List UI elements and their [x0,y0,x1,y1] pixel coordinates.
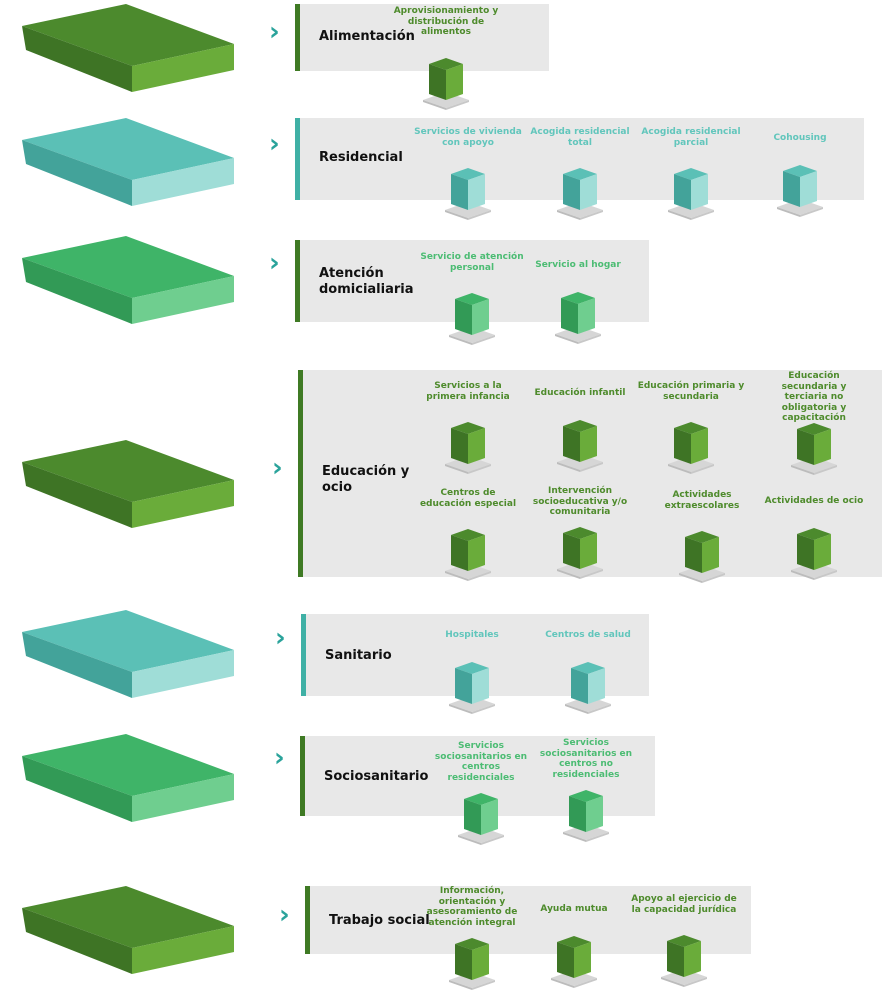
service-cube-icon [773,163,827,217]
service-cube-icon [419,56,473,110]
chevron-right-icon: › [269,248,280,278]
panel-accent-bar [295,118,300,200]
service-cube-icon [445,936,499,990]
service-cube-icon [553,166,607,220]
service-item: Servicios sociosanitarios en centros no … [532,738,640,842]
service-item: Educación secundaria y terciaria no obli… [760,371,868,475]
service-item-label: Centros de salud [545,630,631,640]
category-block-0 [22,4,234,96]
category-block-6 [22,886,234,978]
service-cube-icon [664,420,718,474]
service-item: Acogida residencial parcial [637,127,745,220]
service-item: Servicio de atención personal [418,252,526,345]
panel-accent-bar [295,240,300,322]
service-item: Intervención socioeducativa y/o comunita… [526,486,634,579]
service-item-label: Información, orientación y asesoramiento… [426,886,518,928]
service-item-label: Servicios a la primera infancia [426,381,510,402]
service-cube-icon [441,166,495,220]
chevron-right-icon: › [279,900,290,930]
service-cube-icon [454,791,508,845]
service-item: Servicios a la primera infancia [414,381,522,474]
chevron-right-icon: › [275,623,286,653]
panel-accent-bar [305,886,310,954]
service-item-label: Apoyo al ejercicio de la capacidad juríd… [631,894,737,915]
service-cube-icon [547,934,601,988]
category-label: Sociosanitario [324,769,429,784]
service-item-label: Educación secundaria y terciaria no obli… [781,371,847,423]
service-item-label: Cohousing [773,133,827,143]
service-item: Cohousing [746,133,854,223]
category-label: Sanitario [325,648,392,663]
category-panel: Alimentación [295,4,549,71]
service-item-label: Educación primaria y secundaria [637,381,745,402]
chevron-right-icon: › [269,129,280,159]
panel-accent-bar [300,736,305,816]
service-item-label: Hospitales [445,630,499,640]
service-cube-icon [441,420,495,474]
service-cube-icon [561,660,615,714]
category-block-4 [22,610,234,702]
service-item-label: Centros de educación especial [419,488,517,509]
service-item-label: Servicio al hogar [535,260,621,270]
chevron-right-icon: › [274,743,285,773]
service-item-label: Servicio de atención personal [420,252,524,273]
service-item-label: Servicios sociosanitarios en centros no … [539,738,633,780]
service-item-label: Actividades extraescolares [664,490,740,511]
category-block-1 [22,118,234,210]
service-cube-icon [559,788,613,842]
service-item: Apoyo al ejercicio de la capacidad juríd… [630,894,738,987]
service-item-label: Ayuda mutua [540,904,608,914]
service-cube-icon [787,526,841,580]
service-item-label: Intervención socioeducativa y/o comunita… [532,486,628,517]
service-item: Información, orientación y asesoramiento… [418,886,526,990]
category-label: Trabajo social [329,913,430,928]
category-label: Atención domicialiaria [319,266,414,297]
service-item: Educación primaria y secundaria [637,381,745,474]
service-cube-icon [551,290,605,344]
service-cube-icon [787,421,841,475]
service-cube-icon [657,933,711,987]
category-block-3 [22,440,234,532]
category-label: Residencial [319,150,403,165]
service-item: Centros de educación especial [414,488,522,581]
service-item: Actividades de ocio [760,496,868,586]
category-block-2 [22,236,234,328]
service-item-label: Servicios sociosanitarios en centros res… [434,741,528,783]
service-cube-icon [553,418,607,472]
service-item: Educación infantil [526,388,634,478]
service-item-label: Educación infantil [534,388,626,398]
service-item: Actividades extraescolares [648,490,756,583]
service-item: Servicios sociosanitarios en centros res… [427,741,535,845]
service-item-label: Aprovisionamiento y distribución de alim… [393,6,499,37]
panel-accent-bar [301,614,306,696]
service-item-label: Acogida residencial parcial [641,127,741,148]
service-item: Aprovisionamiento y distribución de alim… [392,6,500,110]
panel-accent-bar [298,370,303,577]
service-cube-icon [441,527,495,581]
category-label: Educación y ocio [322,464,410,495]
category-label: Alimentación [319,29,415,44]
service-item-label: Acogida residencial total [530,127,630,148]
service-cube-icon [445,291,499,345]
service-item: Servicio al hogar [524,260,632,350]
panel-accent-bar [295,4,300,71]
service-item-label: Servicios de vivienda con apoyo [414,127,522,148]
chevron-right-icon: › [272,453,283,483]
service-item: Acogida residencial total [526,127,634,220]
category-block-5 [22,734,234,826]
service-cube-icon [664,166,718,220]
service-item: Hospitales [418,630,526,720]
service-item: Ayuda mutua [520,904,628,994]
service-item-label: Actividades de ocio [764,496,864,506]
service-cube-icon [675,529,729,583]
service-item: Servicios de vivienda con apoyo [414,127,522,220]
chevron-right-icon: › [269,17,280,47]
service-item: Centros de salud [534,630,642,720]
service-cube-icon [445,660,499,714]
service-cube-icon [553,525,607,579]
